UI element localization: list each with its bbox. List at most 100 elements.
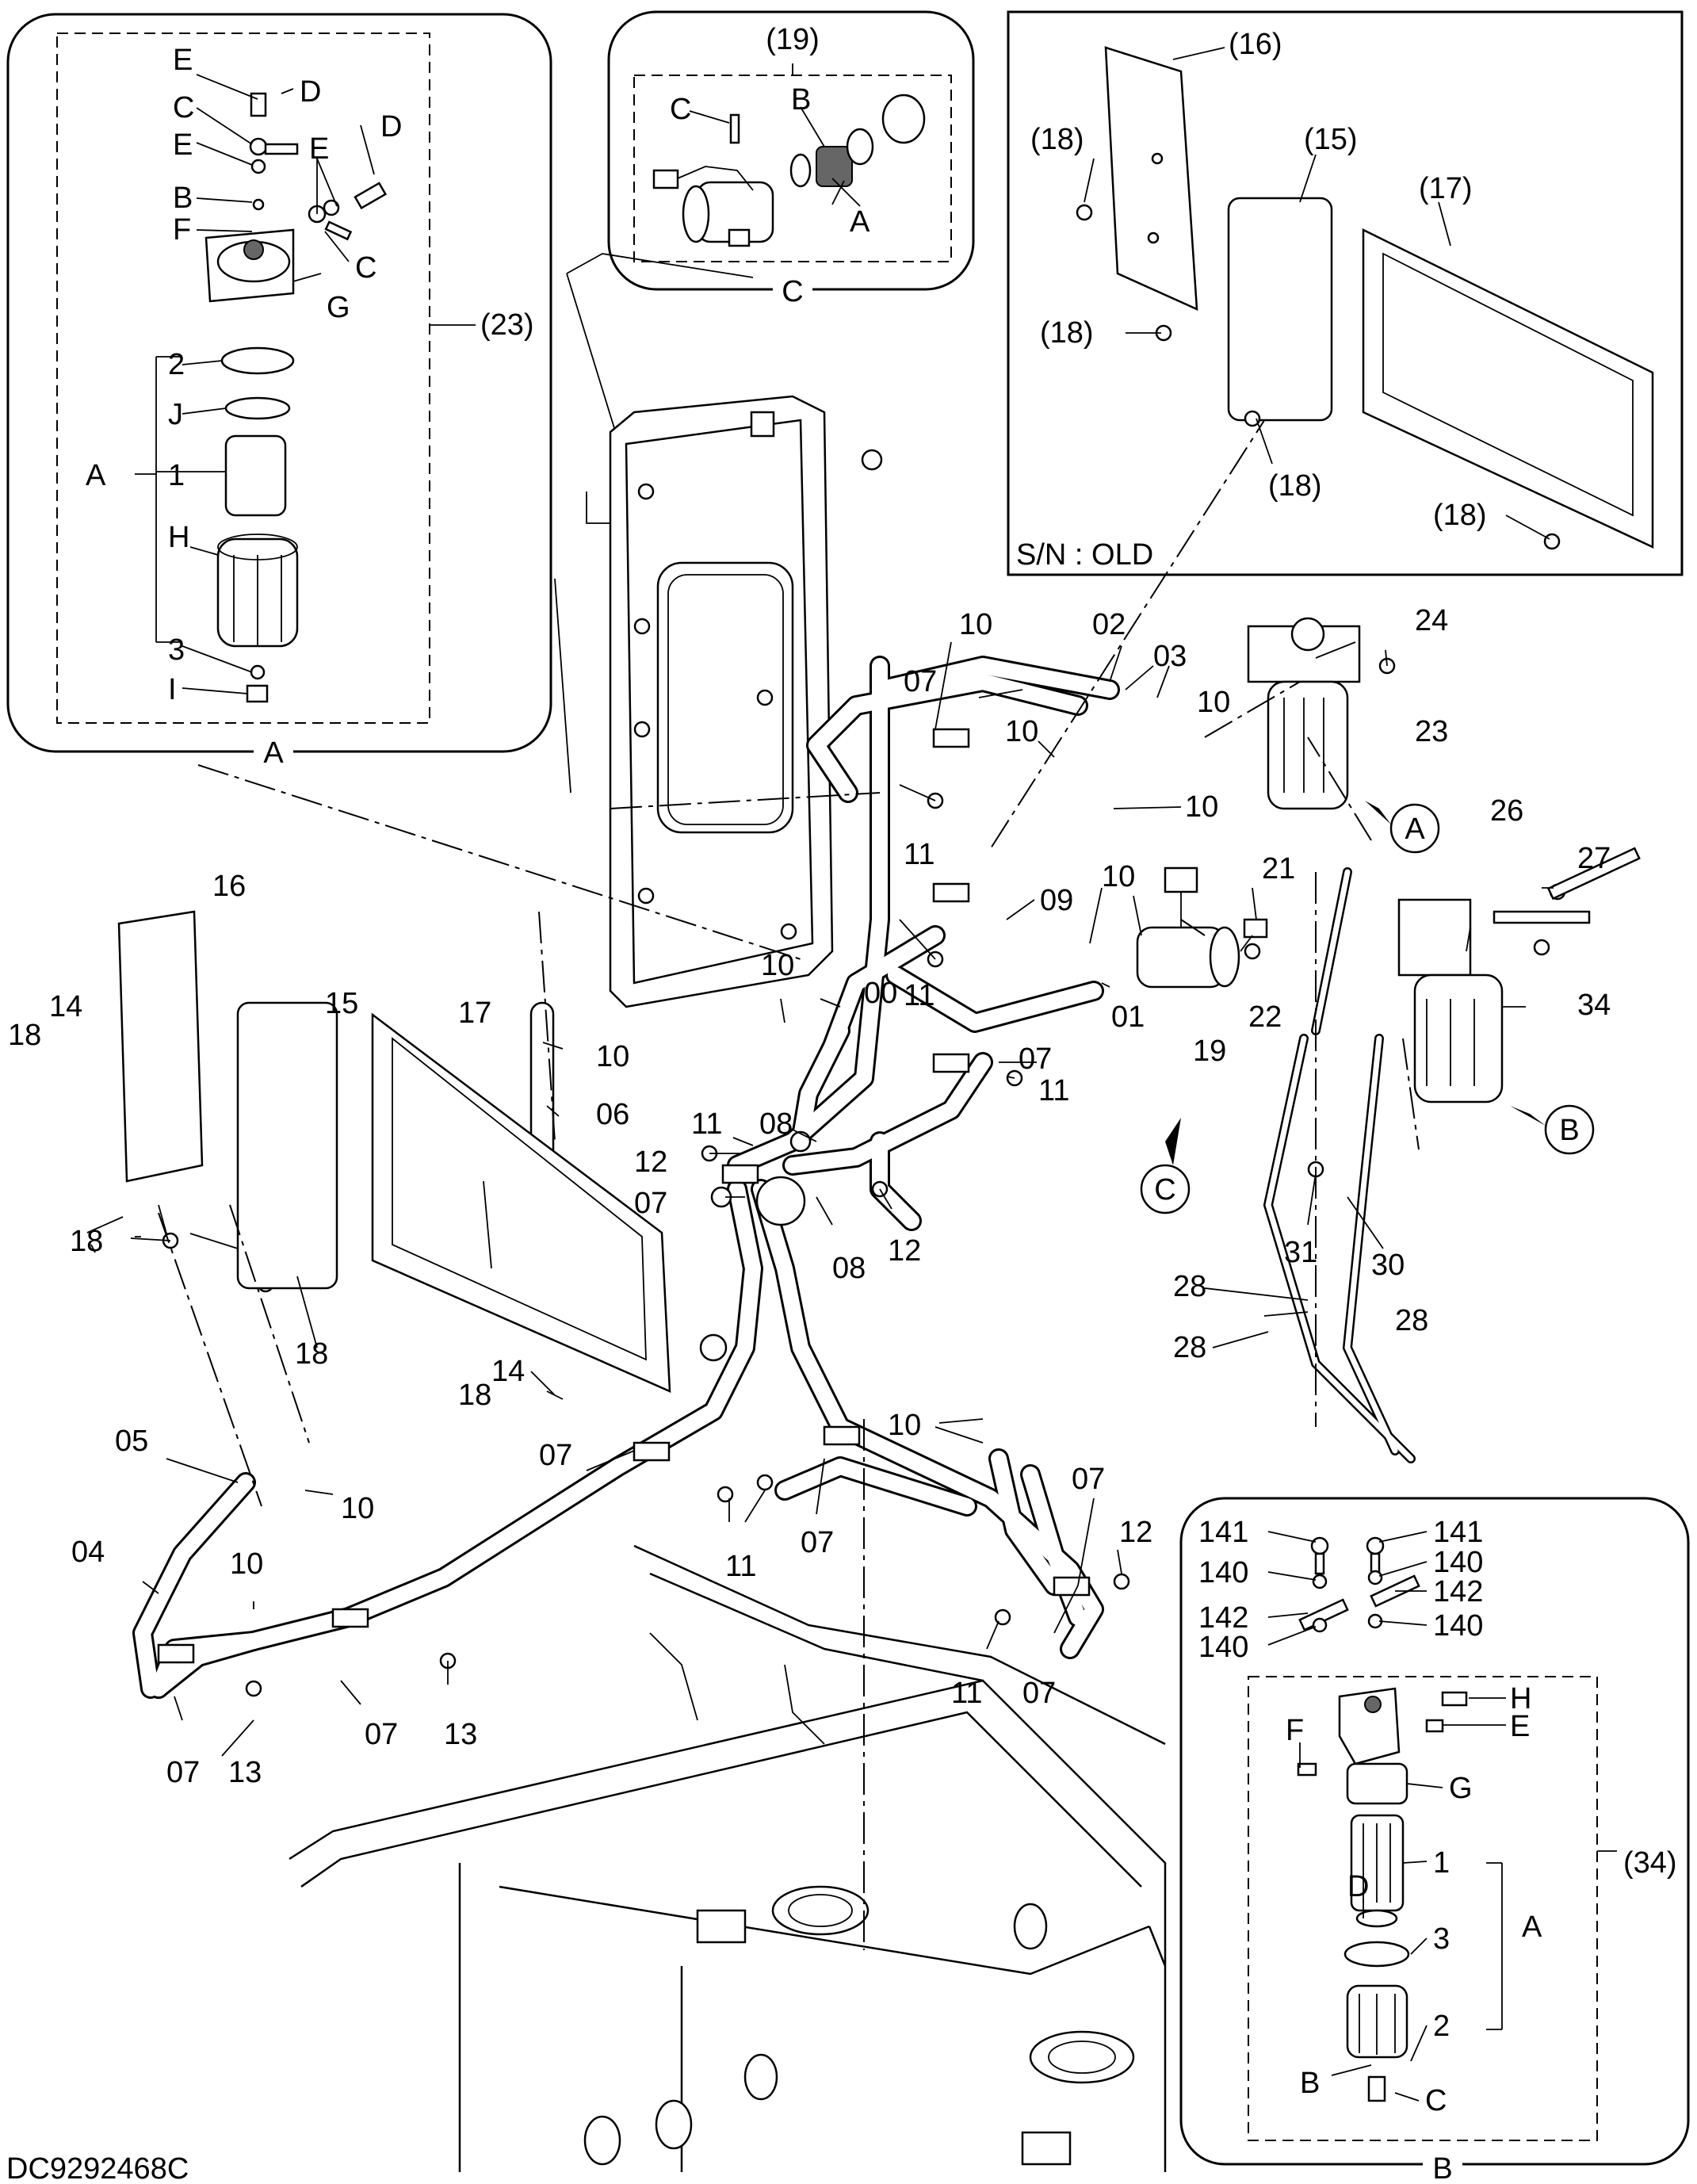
label: 140 (1198, 1631, 1248, 1664)
label: H (168, 521, 189, 554)
label: 10 (1005, 715, 1038, 748)
serial-note: S/N : OLD (1016, 538, 1153, 572)
label: 06 (596, 1098, 629, 1131)
main-labels: 16 15 17 14 18 18 18 14 18 10 06 10 00 1… (8, 604, 1611, 1789)
inset-C-labels: (19) C B A C (670, 23, 870, 308)
label: 10 (341, 1492, 374, 1525)
label: B (173, 182, 193, 215)
label: 13 (228, 1756, 262, 1789)
label: 13 (444, 1718, 477, 1751)
label: D (1347, 1870, 1369, 1903)
label: 11 (904, 979, 934, 1012)
label: 15 (325, 987, 358, 1020)
label: 09 (1040, 884, 1073, 917)
label: 07 (634, 1187, 667, 1220)
label: 02 (1092, 608, 1126, 641)
label: 18 (458, 1379, 491, 1412)
callout-C: C (1140, 1118, 1191, 1214)
label: 28 (1395, 1304, 1428, 1337)
label: 141 (1433, 1516, 1483, 1549)
inset-A-labels: E D C E E D B F C G 2 J A 1 H 3 I (23) A (86, 44, 534, 770)
label: (15) (1304, 123, 1358, 156)
leader-lines (86, 47, 1554, 2102)
label: 2 (1433, 2010, 1450, 2043)
label: 11 (691, 1107, 722, 1141)
label: 10 (888, 1409, 921, 1442)
label: 31 (1284, 1236, 1317, 1269)
fuel-filter-23 (1247, 617, 1361, 810)
label: 07 (1019, 1042, 1052, 1076)
label: 1 (168, 459, 185, 492)
label: 07 (904, 665, 937, 698)
label: 11 (1038, 1074, 1069, 1107)
label: 11 (951, 1677, 982, 1710)
label: D (300, 75, 321, 109)
label: 18 (8, 1019, 41, 1052)
label: 142 (1198, 1601, 1248, 1635)
label: 27 (1577, 842, 1611, 875)
label: 08 (759, 1107, 793, 1141)
label: B (1300, 2067, 1320, 2100)
label: 11 (904, 838, 934, 871)
inset-A-ref: (23) (480, 308, 534, 342)
label: 07 (1072, 1463, 1105, 1496)
label: 1 (1433, 1846, 1450, 1880)
label: 05 (115, 1425, 148, 1458)
label: 140 (1433, 1609, 1483, 1643)
label: 10 (1197, 686, 1230, 719)
guard-panels-main (117, 910, 671, 1393)
inset-C (607, 10, 975, 291)
label: 26 (1490, 794, 1523, 828)
inset-C-ref: (19) (766, 23, 820, 56)
label: 11 (725, 1550, 756, 1583)
label: 34 (1577, 989, 1611, 1022)
water-separator-34 (1397, 847, 1641, 1103)
label: (18) (1030, 123, 1084, 156)
upper-frame (289, 1544, 1167, 2172)
label: F (173, 213, 191, 247)
inset-old-labels: (16) (15) (17) (18) (18) (18) (18) S/N :… (1016, 28, 1487, 572)
label: 24 (1415, 604, 1448, 637)
label: A (1522, 1911, 1542, 1944)
label: 140 (1433, 1546, 1483, 1579)
inset-old (1007, 10, 1684, 576)
inset-B-caption: B (1432, 2152, 1452, 2184)
label: 10 (761, 949, 794, 982)
label: A (86, 459, 106, 492)
label: 140 (1198, 1556, 1248, 1589)
label: E (173, 44, 193, 77)
label: 2 (168, 348, 185, 381)
hose-clamps (157, 449, 1091, 1664)
inset-A-caption: A (263, 736, 284, 770)
label: 19 (1193, 1035, 1226, 1068)
label: 08 (832, 1252, 866, 1285)
label: 12 (634, 1146, 667, 1179)
label: 18 (70, 1225, 103, 1258)
label: G (1449, 1772, 1473, 1805)
label: E (309, 132, 329, 166)
label: 03 (1153, 640, 1187, 673)
label: 10 (596, 1040, 629, 1073)
label: 07 (539, 1439, 572, 1472)
label: E (1510, 1710, 1530, 1743)
label: 04 (71, 1536, 105, 1569)
fuel-pump-19 (1136, 866, 1268, 989)
inset-C-caption: C (782, 275, 803, 308)
label: 12 (1119, 1516, 1152, 1549)
label: 07 (1022, 1677, 1056, 1710)
label: 14 (491, 1355, 525, 1388)
callout-A-label: A (1405, 813, 1425, 846)
label: (18) (1268, 469, 1322, 503)
reference-lines (158, 364, 1420, 1950)
label: 22 (1248, 1000, 1282, 1034)
label: (18) (1040, 316, 1094, 350)
label: 10 (230, 1547, 263, 1581)
label: (17) (1419, 172, 1473, 205)
label: 141 (1198, 1516, 1248, 1549)
fuel-hoses (132, 656, 1416, 1699)
label: (18) (1433, 499, 1487, 532)
label: 28 (1173, 1331, 1206, 1364)
label: 10 (959, 608, 992, 641)
label: 01 (1111, 1000, 1145, 1034)
